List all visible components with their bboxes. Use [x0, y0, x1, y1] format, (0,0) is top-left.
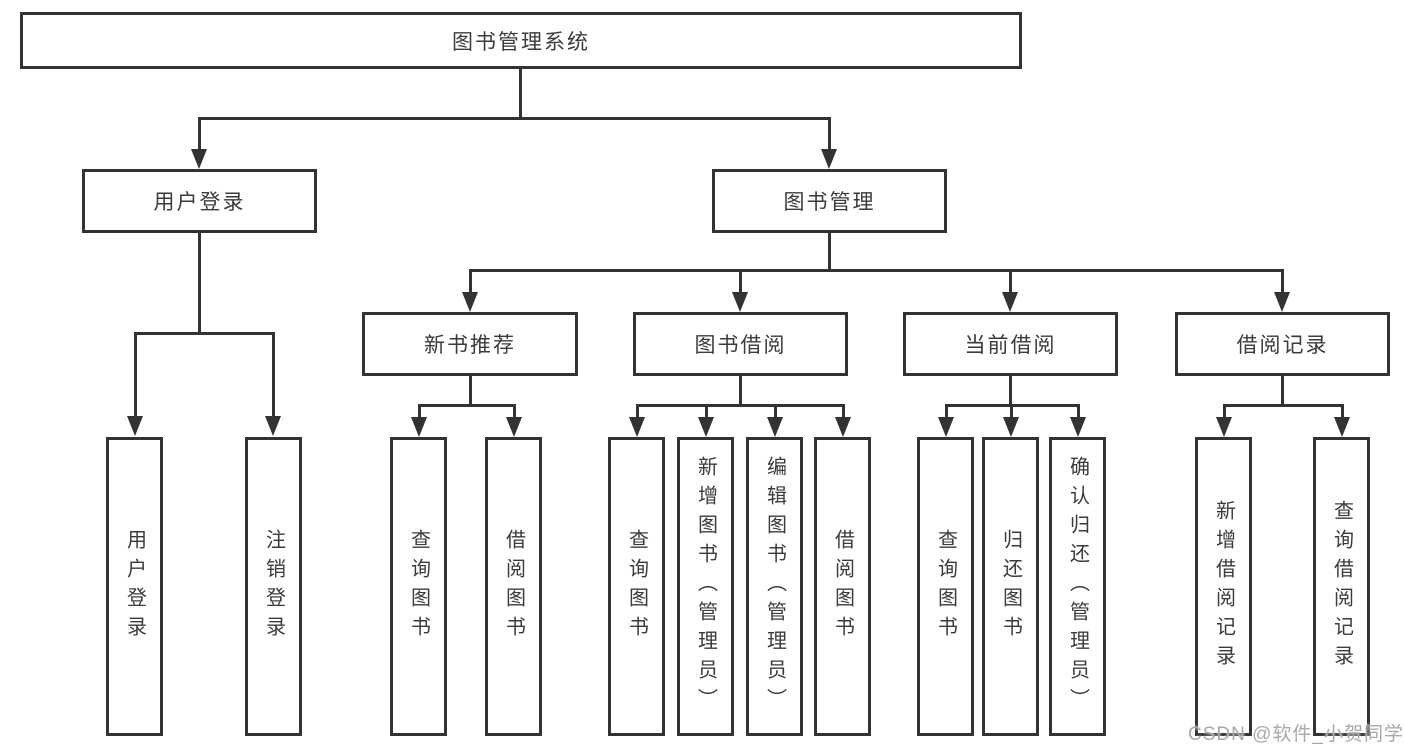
- connector-line: [469, 269, 1283, 272]
- connector-line: [469, 269, 472, 293]
- connector-line: [739, 376, 742, 406]
- leaf-confirm-return-admin-label: 确认归还（管理员）: [1066, 456, 1089, 717]
- arrow-down-icon: [698, 417, 714, 437]
- connector-line: [198, 117, 831, 120]
- connector-line: [636, 404, 639, 418]
- node-root-label: 图书管理系统: [452, 30, 590, 54]
- node-borrow-records-label: 借阅记录: [1236, 334, 1329, 357]
- arrow-down-icon: [191, 149, 207, 169]
- arrow-down-icon: [127, 416, 143, 436]
- leaf-query-borrow-record-label: 查询借阅记录: [1330, 499, 1353, 674]
- leaf-query-book-3: 查询图书: [917, 437, 974, 736]
- node-borrow-records: 借阅记录: [1175, 312, 1390, 376]
- node-root: 图书管理系统: [20, 12, 1022, 69]
- connector-line: [418, 404, 421, 418]
- arrow-down-icon: [411, 417, 427, 437]
- connector-line: [1341, 404, 1344, 418]
- arrow-down-icon: [1002, 292, 1018, 312]
- arrow-down-icon: [732, 292, 748, 312]
- leaf-borrow-book: 借阅图书: [485, 437, 542, 736]
- arrow-down-icon: [1334, 417, 1350, 437]
- connector-line: [1281, 376, 1284, 406]
- leaf-query-book-label: 查询图书: [407, 528, 430, 645]
- arrow-down-icon: [835, 417, 851, 437]
- leaf-return-book: 归还图书: [982, 437, 1039, 736]
- arrow-down-icon: [462, 292, 478, 312]
- leaf-borrow-book-label: 借阅图书: [502, 528, 525, 645]
- leaf-user-login-label: 用户登录: [123, 528, 146, 645]
- leaf-logout: 注销登录: [245, 437, 302, 736]
- leaf-edit-book-admin: 编辑图书（管理员）: [746, 437, 803, 736]
- connector-line: [513, 404, 516, 418]
- connector-line: [828, 117, 831, 150]
- node-current-borrow: 当前借阅: [903, 312, 1118, 376]
- node-user-login: 用户登录: [82, 169, 317, 233]
- arrow-down-icon: [767, 417, 783, 437]
- leaf-return-book-label: 归还图书: [999, 528, 1022, 645]
- connector-line: [134, 332, 275, 335]
- arrow-down-icon: [506, 417, 522, 437]
- leaf-add-borrow-record: 新增借阅记录: [1195, 437, 1252, 736]
- leaf-borrow-book-2: 借阅图书: [814, 437, 871, 736]
- connector-line: [1010, 404, 1013, 418]
- arrow-down-icon: [821, 149, 837, 169]
- arrow-down-icon: [1003, 417, 1019, 437]
- leaf-add-book-admin-label: 新增图书（管理员）: [694, 456, 717, 717]
- connector-line: [272, 332, 275, 417]
- leaf-borrow-book-2-label: 借阅图书: [831, 528, 854, 645]
- connector-line: [198, 117, 201, 150]
- connector-line: [198, 233, 201, 335]
- connector-line: [1077, 404, 1080, 418]
- connector-line: [739, 269, 742, 293]
- connector-line: [1223, 404, 1343, 407]
- connector-line: [418, 404, 515, 407]
- connector-line: [842, 404, 845, 418]
- leaf-confirm-return-admin: 确认归还（管理员）: [1049, 437, 1106, 736]
- arrow-down-icon: [1216, 417, 1232, 437]
- connector-line: [828, 233, 831, 272]
- leaf-query-book-3-label: 查询图书: [934, 528, 957, 645]
- node-book-management-label: 图书管理: [783, 191, 876, 214]
- connector-line: [1281, 269, 1284, 293]
- arrow-down-icon: [629, 417, 645, 437]
- connector-line: [1223, 404, 1226, 418]
- connector-line: [774, 404, 777, 418]
- node-book-borrow-label: 图书借阅: [694, 334, 787, 357]
- connector-line: [945, 404, 948, 418]
- leaf-user-login: 用户登录: [106, 437, 163, 736]
- connector-line: [134, 332, 137, 417]
- csdn-watermark: CSDN @软件_小贺同学: [1188, 724, 1404, 745]
- arrow-down-icon: [1274, 292, 1290, 312]
- arrow-down-icon: [1070, 417, 1086, 437]
- node-book-borrow: 图书借阅: [633, 312, 848, 376]
- arrow-down-icon: [265, 416, 281, 436]
- arrow-down-icon: [938, 417, 954, 437]
- node-book-management: 图书管理: [712, 169, 947, 233]
- leaf-add-borrow-record-label: 新增借阅记录: [1212, 499, 1235, 674]
- leaf-logout-label: 注销登录: [262, 528, 285, 645]
- leaf-query-book-2: 查询图书: [608, 437, 665, 736]
- leaf-edit-book-admin-label: 编辑图书（管理员）: [763, 456, 786, 717]
- node-new-book-recommend: 新书推荐: [362, 312, 578, 376]
- connector-line: [519, 69, 522, 118]
- leaf-query-borrow-record: 查询借阅记录: [1313, 437, 1370, 736]
- leaf-query-book-2-label: 查询图书: [625, 528, 648, 645]
- node-user-login-label: 用户登录: [153, 191, 246, 214]
- connector-line: [705, 404, 708, 418]
- connector-line: [1009, 269, 1012, 293]
- connector-line: [636, 404, 844, 407]
- connector-line: [469, 376, 472, 406]
- leaf-add-book-admin: 新增图书（管理员）: [677, 437, 734, 736]
- connector-line: [1009, 376, 1012, 406]
- node-new-book-recommend-label: 新书推荐: [424, 334, 516, 357]
- node-current-borrow-label: 当前借阅: [964, 334, 1057, 357]
- leaf-query-book: 查询图书: [390, 437, 447, 736]
